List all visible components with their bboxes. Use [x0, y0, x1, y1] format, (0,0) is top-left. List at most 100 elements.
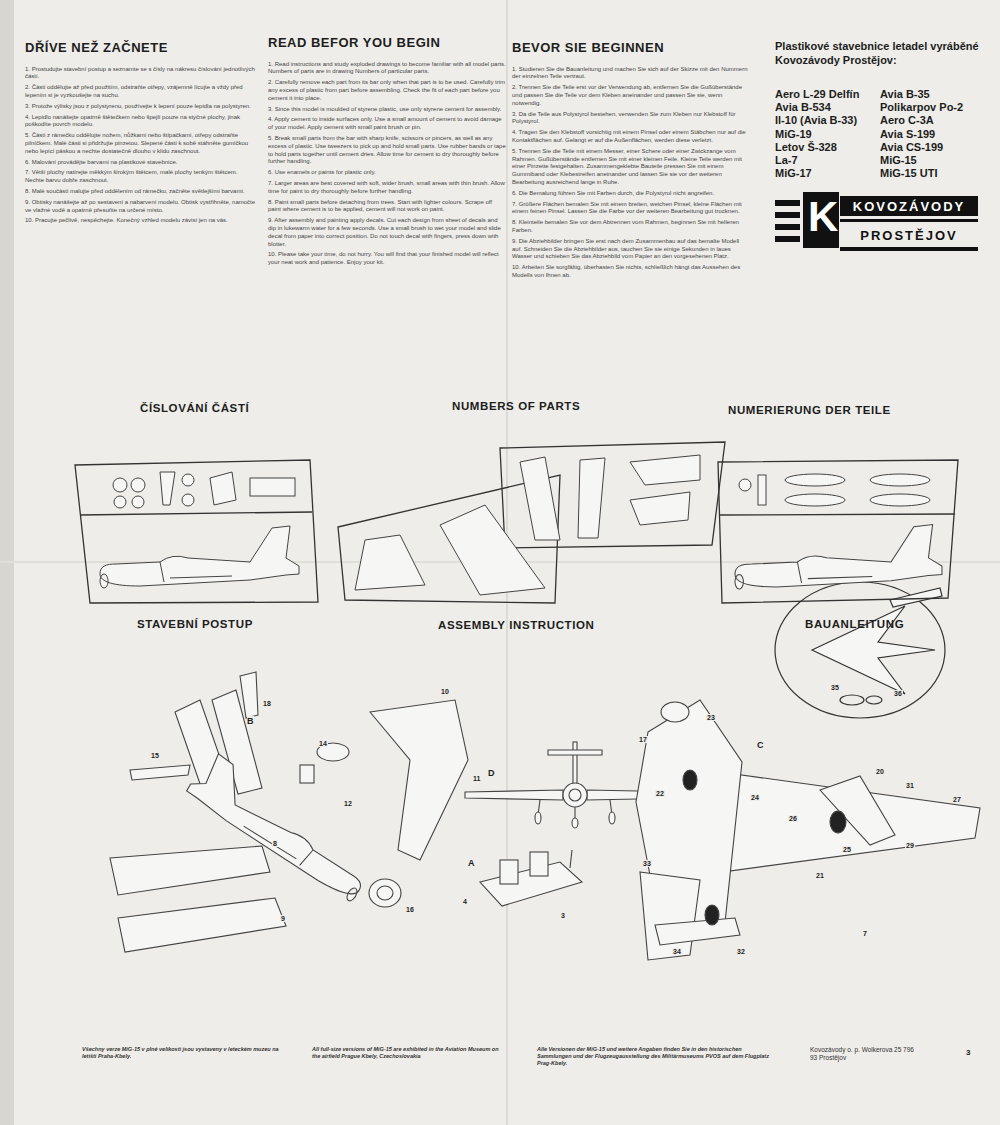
decal-sheet — [840, 695, 864, 705]
callout-number: 24 — [750, 794, 760, 801]
assembly-d — [572, 818, 578, 828]
callout-number: 15 — [150, 752, 160, 759]
decal-sheet — [890, 588, 942, 607]
instruction-paragraph: 1. Studieren Sie die Bauanleitung und ma… — [512, 66, 750, 82]
instruction-paragraph: 9. After assembly and painting apply dec… — [268, 217, 506, 248]
assembly-d — [609, 812, 615, 824]
sprue-frames — [75, 442, 958, 603]
callout-number: 22 — [655, 790, 665, 797]
section-heading: ASSEMBLY INSTRUCTION — [438, 619, 594, 633]
assembly-d — [573, 742, 577, 784]
callout-number: 25 — [842, 846, 852, 853]
assembly-b — [110, 672, 468, 952]
footer-note: Alle Versionen der MiG-15 und weitere An… — [537, 1046, 772, 1067]
instruction-paragraph: 8. Paint small parts before detaching fr… — [268, 199, 506, 215]
callout-number: 32 — [736, 948, 746, 955]
step-letter: B — [247, 716, 254, 727]
sprue-parts — [785, 474, 845, 486]
logo-text: KOVOZÁVODY — [853, 199, 965, 214]
instruction-paragraph: 9. Die Abziehbilder bringen Sie erst nac… — [512, 238, 750, 261]
assembly-a — [500, 860, 518, 884]
instruction-paragraph: 1. Prostudujte stavební postup a seznamt… — [25, 66, 257, 82]
section-heading: NUMERIERUNG DER TEILE — [728, 404, 891, 418]
logo-art — [840, 247, 978, 251]
assembly-c — [720, 772, 980, 872]
assembly-c — [636, 700, 980, 960]
assembly-b — [377, 886, 393, 900]
logo-art — [775, 200, 800, 206]
sprue-frames — [75, 460, 318, 603]
decal-sheet — [775, 582, 945, 718]
kit-list-title: Plastikové stavebnice letadel vyráběné K… — [775, 40, 980, 68]
page-number: 3 — [966, 1048, 970, 1058]
sprue-parts — [578, 458, 605, 538]
sprue-parts — [785, 494, 845, 506]
section-heading: ČÍSLOVÁNÍ ČÁSTÍ — [140, 402, 249, 416]
publisher-address: Kovozávody o. p. Wolkerova 25 796 93 Pro… — [810, 1046, 918, 1063]
assembly-c — [655, 918, 740, 945]
section-heading: READ BEFOR YOU BEGIN — [268, 35, 506, 51]
kit-name: Letov Š-328 — [775, 141, 879, 154]
instruction-paragraph: 2. Carefully remove each part from its b… — [268, 79, 506, 102]
sprue-parts — [520, 457, 560, 540]
assembly-b — [300, 765, 314, 783]
kit-name: Avia CS-199 — [880, 141, 990, 154]
callout-number: 7 — [862, 930, 868, 937]
assembly-a — [530, 852, 548, 876]
callout-number: 17 — [638, 736, 648, 743]
section-heading: NUMBERS OF PARTS — [452, 400, 580, 414]
instruction-paragraph: 1. Read instructions and study exploded … — [268, 61, 506, 77]
logo-letter: K — [808, 194, 838, 240]
assembly-d — [465, 790, 563, 800]
assembly-b — [110, 846, 270, 895]
assembly-c — [820, 776, 895, 845]
logo-art — [775, 212, 800, 218]
sprue-parts — [735, 525, 942, 589]
instruction-paragraph: 9. Obtisky nanášejte až po sestavení a n… — [25, 199, 257, 215]
sprue-parts — [739, 479, 751, 491]
callout-number: 14 — [318, 740, 328, 747]
kit-name: Avia B-35 — [880, 88, 990, 101]
callout-number: 9 — [280, 915, 286, 922]
kit-name: Il-10 (Avia B-33) — [775, 114, 879, 127]
assembly-d — [569, 789, 581, 801]
sprue-parts — [100, 455, 942, 595]
assembly-a — [480, 850, 582, 906]
sprue-parts — [630, 455, 700, 485]
instruction-paragraph: 3. Protože výlisky jsou z polystyrenu, p… — [25, 103, 257, 111]
instruction-paragraph: 3. Since this model is moulded of styren… — [268, 106, 506, 114]
logo-text: PROSTĚJOV — [860, 228, 957, 243]
instruction-paragraph: 8. Malé součásti malujte před oddělením … — [25, 188, 257, 196]
sprue-parts — [758, 475, 766, 505]
assembly-b — [118, 898, 286, 952]
section-heading: BEVOR SIE BEGINNEN — [512, 40, 750, 56]
instruction-paragraph: 7. Větší plochy natírejte měkkým širokým… — [25, 169, 257, 185]
kit-name: Avia S-199 — [880, 128, 990, 141]
instruction-paragraph: 4. Lepidlo nanášejte opatrně štětečkem n… — [25, 114, 257, 130]
logo-art — [840, 219, 978, 222]
kit-name: Aero C-3A — [880, 114, 990, 127]
callout-number: 33 — [642, 860, 652, 867]
kit-name: MiG-15 UTI — [880, 167, 990, 180]
text-column: DŘÍVE NEŽ ZAČNETE1. Prostudujte stavební… — [25, 40, 257, 228]
callout-number: 4 — [462, 898, 468, 905]
kit-name: MiG-17 — [775, 167, 879, 180]
instruction-paragraph: 8. Kleinteile bemalen Sie vor dem Abtren… — [512, 219, 750, 235]
sprue-parts — [630, 492, 690, 525]
assembly-d — [548, 750, 602, 755]
callout-number: 10 — [440, 688, 450, 695]
instruction-paragraph: 7. Larger areas are best covered with so… — [268, 180, 506, 196]
assembly-d — [563, 783, 587, 807]
kit-name: Avia B-534 — [775, 101, 879, 114]
instruction-paragraph: 4. Tragen Sie den Klebstoff vorsichtig m… — [512, 129, 750, 145]
kit-name: MiG-19 — [775, 128, 879, 141]
callout-number: 34 — [672, 948, 682, 955]
callout-number: 18 — [262, 700, 272, 707]
sprue-parts — [182, 494, 194, 506]
sprue-parts — [114, 496, 126, 508]
callout-number: 16 — [405, 906, 415, 913]
callout-number: 3 — [560, 912, 566, 919]
